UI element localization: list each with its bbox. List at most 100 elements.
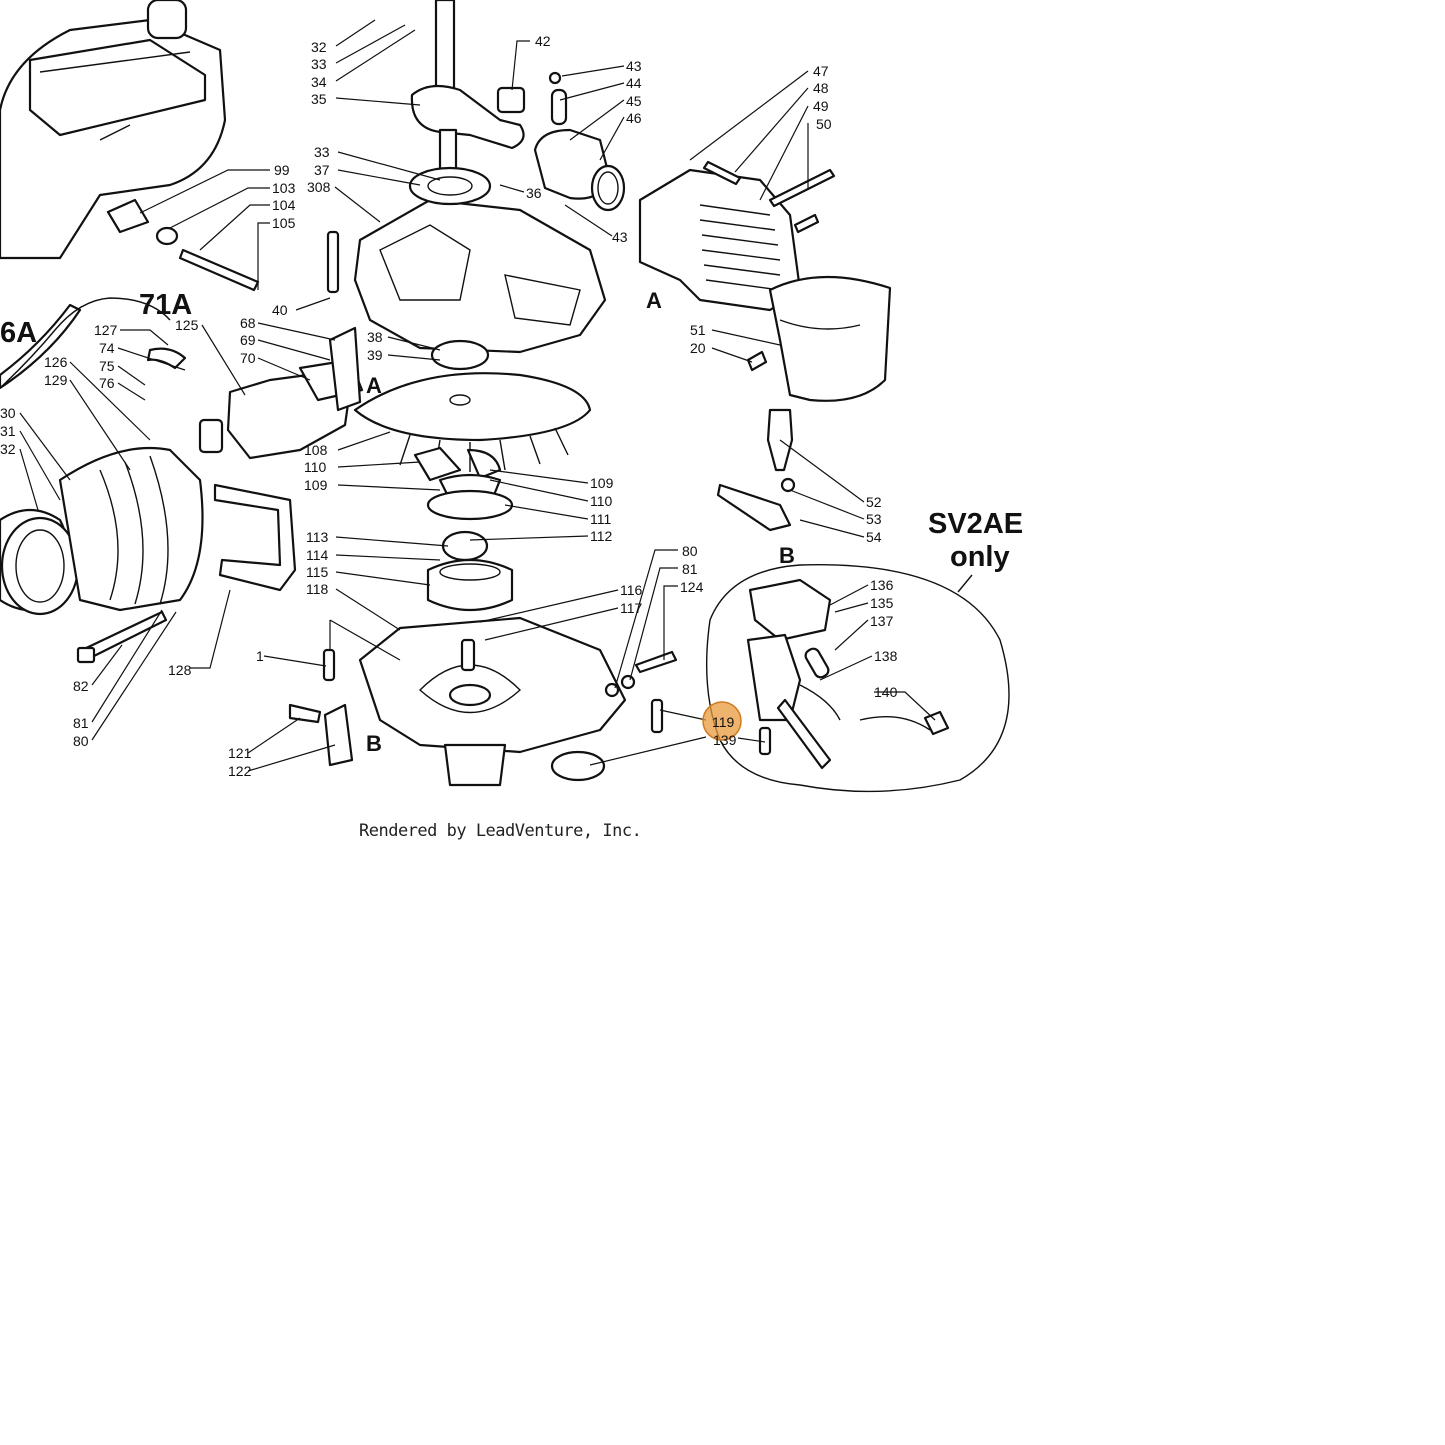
callout-124[interactable]: 124 [680, 579, 704, 595]
callout-117[interactable]: 117 [620, 600, 643, 616]
callout-116[interactable]: 116 [620, 582, 643, 598]
callout-136[interactable]: 136 [870, 577, 894, 593]
ignition-module-sv2ae[interactable] [746, 578, 950, 770]
callout-46[interactable]: 46 [626, 110, 642, 126]
callout-35[interactable]: 35 [311, 91, 327, 107]
muffler-shroud[interactable] [768, 275, 892, 402]
callout-32[interactable]: 32 [311, 39, 327, 55]
callout-111[interactable]: 111 [590, 511, 611, 527]
callout-114[interactable]: 114 [306, 547, 329, 563]
render-credit: Rendered by LeadVenture, Inc. [359, 821, 642, 841]
piston-assembly[interactable] [533, 71, 626, 212]
callout-40[interactable]: 40 [272, 302, 288, 318]
callout-118[interactable]: 118 [306, 581, 329, 597]
crankcase-lower[interactable] [358, 616, 627, 787]
callout-135[interactable]: 135 [870, 595, 894, 611]
callout-115[interactable]: 115 [306, 564, 329, 580]
fuel-tank[interactable] [0, 0, 227, 260]
callout-80-right[interactable]: 80 [682, 543, 698, 559]
callout-31[interactable]: 31 [0, 423, 16, 439]
callout-32-left[interactable]: 32 [0, 441, 16, 457]
carburetor[interactable] [198, 326, 364, 460]
callout-109-left[interactable]: 109 [304, 477, 328, 493]
sv2ae-pointer-line [957, 574, 973, 593]
callout-70[interactable]: 70 [240, 350, 256, 366]
callout-48[interactable]: 48 [813, 80, 829, 96]
ref-label-a-carb: A [366, 373, 382, 398]
callout-139[interactable]: 139 [713, 732, 737, 748]
callout-50[interactable]: 50 [816, 116, 832, 132]
callout-45[interactable]: 45 [626, 93, 642, 109]
callout-34[interactable]: 34 [311, 74, 327, 90]
callout-82[interactable]: 82 [73, 678, 89, 694]
callout-104[interactable]: 104 [272, 197, 296, 213]
crankcase-upper[interactable] [326, 166, 607, 354]
callout-49[interactable]: 49 [813, 98, 829, 114]
clutch-assembly[interactable] [413, 446, 514, 612]
callout-110-left[interactable]: 110 [304, 459, 327, 475]
callout-37[interactable]: 37 [314, 162, 330, 178]
crankshaft[interactable] [410, 0, 526, 202]
callout-119[interactable]: 119 [712, 714, 735, 730]
callout-76[interactable]: 76 [99, 375, 115, 391]
callout-103[interactable]: 103 [272, 180, 296, 196]
callout-105[interactable]: 105 [272, 215, 296, 231]
callout-43-upper[interactable]: 43 [626, 58, 642, 74]
sv2ae-label-line1: SV2AE [928, 508, 1023, 540]
callout-110-right[interactable]: 110 [590, 493, 613, 509]
callout-122[interactable]: 122 [228, 763, 252, 779]
callout-36[interactable]: 36 [526, 185, 542, 201]
callout-81-left[interactable]: 81 [73, 715, 89, 731]
callout-68[interactable]: 68 [240, 315, 256, 331]
callout-140[interactable]: 140 [874, 684, 898, 700]
callout-39[interactable]: 39 [367, 347, 383, 363]
callout-69[interactable]: 69 [240, 332, 256, 348]
callout-74[interactable]: 74 [99, 340, 115, 356]
screw-1[interactable] [322, 648, 336, 682]
screw-124[interactable] [604, 650, 678, 698]
cylinder-head[interactable] [638, 160, 836, 312]
callout-1[interactable]: 1 [256, 648, 264, 664]
callout-129[interactable]: 129 [44, 372, 68, 388]
flywheel[interactable] [353, 339, 592, 472]
callout-42[interactable]: 42 [535, 33, 551, 49]
callout-126[interactable]: 126 [44, 354, 68, 370]
spark-plug-group[interactable] [716, 350, 796, 532]
callout-121[interactable]: 121 [228, 745, 252, 761]
callout-highlight-marker [702, 701, 742, 741]
callout-43-lower[interactable]: 43 [612, 229, 628, 245]
callout-20[interactable]: 20 [690, 340, 706, 356]
callout-112[interactable]: 112 [590, 528, 613, 544]
callout-44[interactable]: 44 [626, 75, 642, 91]
callout-127[interactable]: 127 [94, 322, 118, 338]
callout-108[interactable]: 108 [304, 442, 328, 458]
fuel-fitting-parts[interactable] [106, 198, 260, 292]
callout-99[interactable]: 99 [274, 162, 290, 178]
callout-137[interactable]: 137 [870, 613, 894, 629]
callout-113[interactable]: 113 [306, 529, 329, 545]
callout-30[interactable]: 30 [0, 405, 16, 421]
callout-308[interactable]: 308 [307, 179, 331, 195]
callout-52[interactable]: 52 [866, 494, 882, 510]
callout-53[interactable]: 53 [866, 511, 882, 527]
leader-lines [19, 19, 936, 772]
callout-81-right[interactable]: 81 [682, 561, 698, 577]
callout-125[interactable]: 125 [175, 317, 199, 333]
ref-6a-boundary [0, 297, 171, 389]
callout-38[interactable]: 38 [367, 329, 383, 345]
bolt-82[interactable] [76, 610, 168, 664]
callout-128[interactable]: 128 [168, 662, 192, 678]
callout-51[interactable]: 51 [690, 322, 706, 338]
callout-80-left[interactable]: 80 [73, 733, 89, 749]
screw-119[interactable] [650, 698, 664, 734]
callout-47[interactable]: 47 [813, 63, 829, 79]
callout-75[interactable]: 75 [99, 358, 115, 374]
callout-33-lower[interactable]: 33 [314, 144, 330, 160]
ref-label-b-module: B [779, 543, 795, 568]
callout-109-right[interactable]: 109 [590, 475, 614, 491]
callout-138[interactable]: 138 [874, 648, 898, 664]
callout-54[interactable]: 54 [866, 529, 882, 545]
air-filter-assembly[interactable] [0, 303, 297, 616]
callout-33[interactable]: 33 [311, 56, 327, 72]
bracket-121-122[interactable] [288, 703, 354, 767]
